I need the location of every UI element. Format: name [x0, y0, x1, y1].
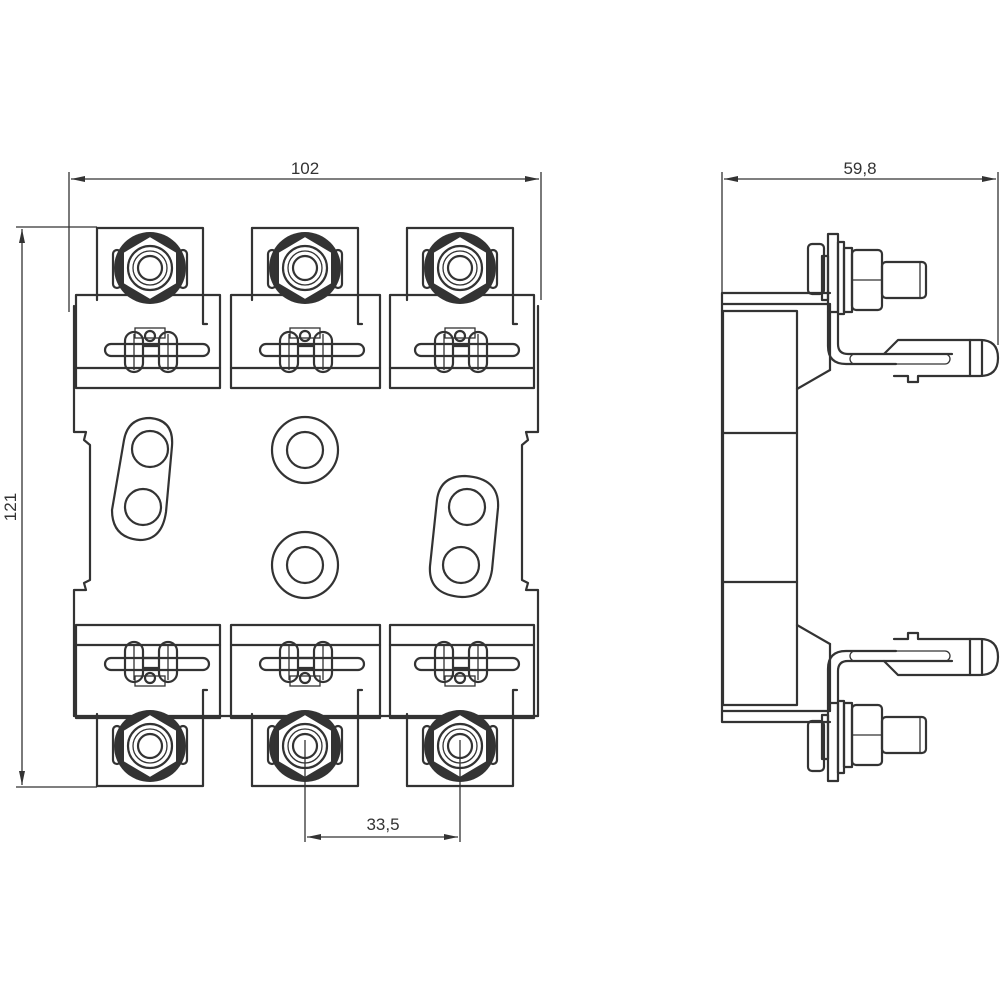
- dimension-depth-label: 59,8: [843, 159, 876, 178]
- dimension-width-label: 102: [291, 159, 319, 178]
- mounting-hole-center-top: [270, 415, 340, 485]
- side-view: 59,8: [720, 159, 1000, 783]
- bottom-terminal-1: [95, 640, 211, 788]
- dimension-depth: 59,8: [721, 159, 999, 345]
- bottom-pole-housings: [74, 623, 536, 720]
- side-bottom-terminal: [806, 631, 1000, 783]
- mounting-hole-center-bottom: [270, 530, 340, 600]
- front-view: 102 121 33,5: [1, 159, 542, 842]
- mounting-slot-left: [110, 416, 174, 542]
- dimension-pitch-label: 33,5: [366, 815, 399, 834]
- mounting-slot-right: [428, 474, 500, 599]
- side-body-outline: [720, 291, 832, 724]
- dimension-width: 102: [68, 159, 542, 312]
- bottom-terminal-3: [405, 640, 521, 788]
- top-terminal-1: [95, 226, 211, 374]
- dimension-pitch: 33,5: [304, 740, 461, 842]
- top-terminal-2: [250, 226, 366, 374]
- side-top-terminal: [806, 232, 1000, 384]
- dimension-height: 121: [1, 226, 97, 788]
- top-terminal-3: [405, 226, 521, 374]
- base-plate-outline: [72, 304, 540, 718]
- dimension-height-label: 121: [1, 493, 20, 521]
- bottom-terminal-2: [250, 640, 366, 788]
